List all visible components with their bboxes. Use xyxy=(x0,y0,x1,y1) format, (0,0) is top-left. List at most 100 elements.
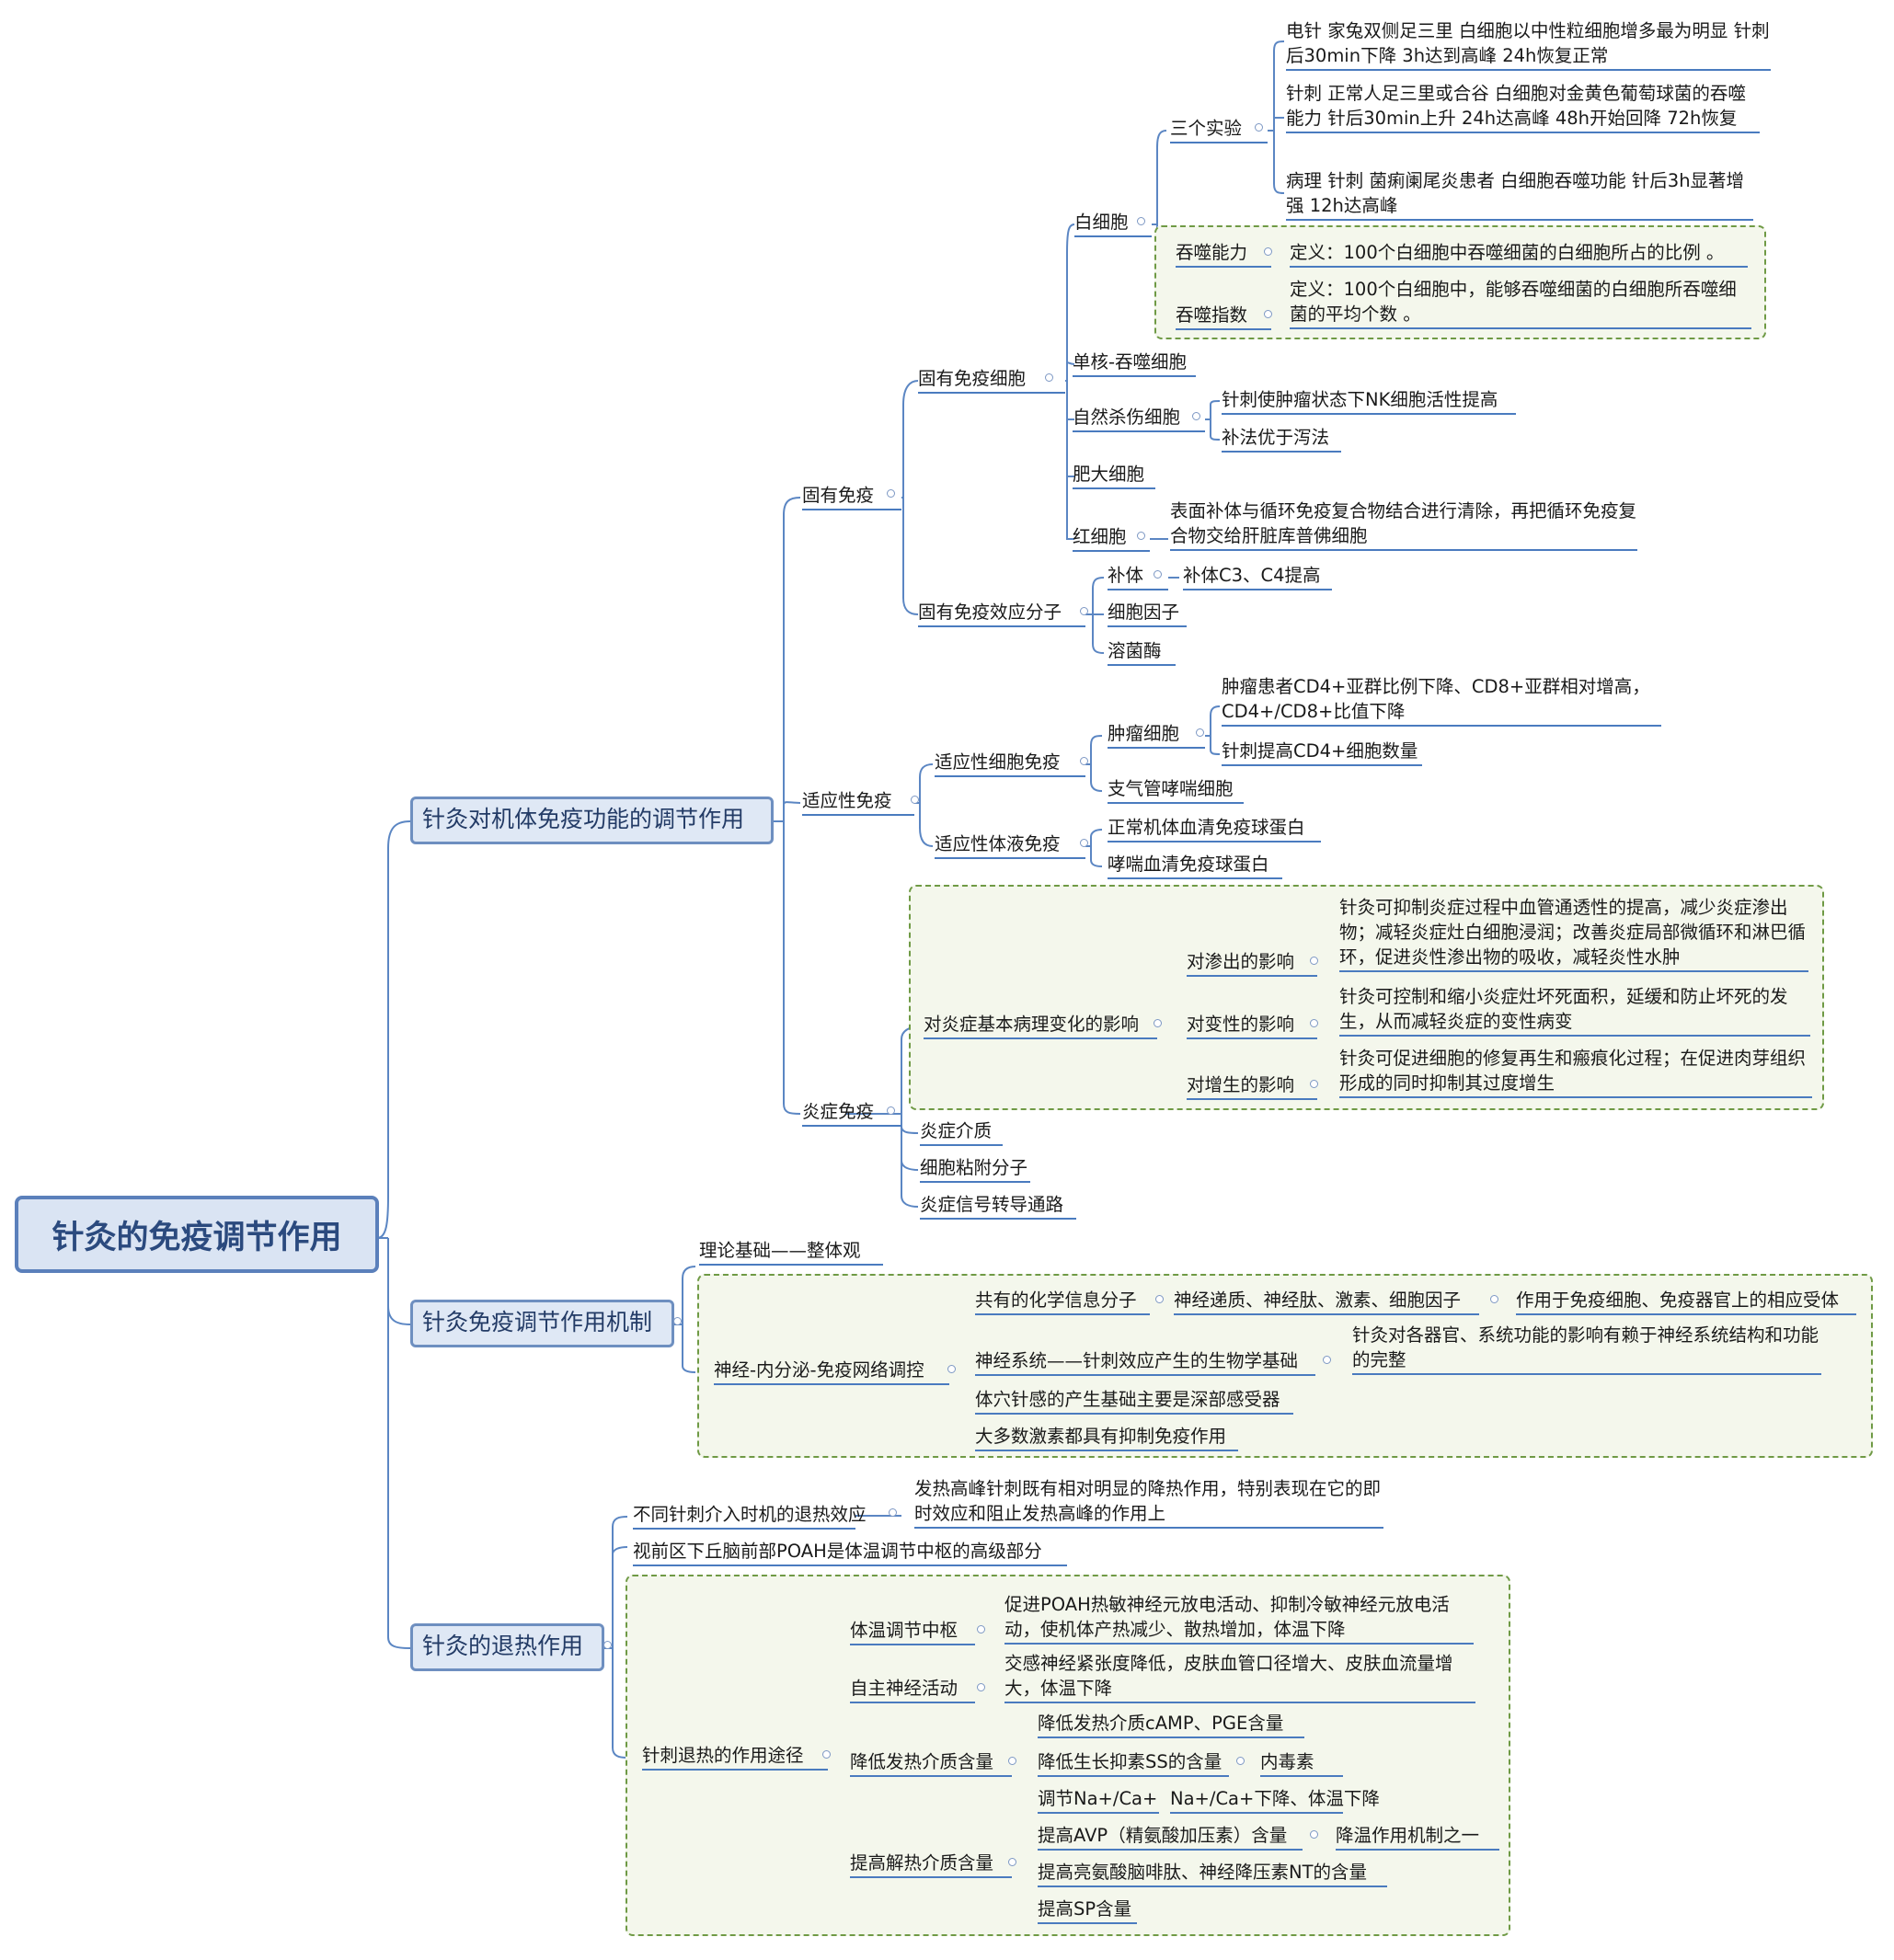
node-lower-ss[interactable]: 降低生长抑素SS的含量 xyxy=(1038,1749,1229,1777)
node-lower-pyrogen[interactable]: 降低发热介质含量 xyxy=(850,1749,1012,1777)
node-timing-effect[interactable]: 不同针刺介入时机的退热效应 xyxy=(633,1502,867,1530)
node-adaptive-immunity[interactable]: 适应性免疫 xyxy=(802,788,914,816)
collapse-toggle[interactable] xyxy=(911,796,919,804)
node-exudation[interactable]: 对渗出的影响 xyxy=(1187,949,1317,977)
collapse-toggle[interactable] xyxy=(1137,532,1145,540)
node-experiment-2: 针刺 正常人足三里或合谷 白细胞对金黄色葡萄球菌的吞噬能力 针后30min上升 … xyxy=(1286,81,1760,133)
node-antipyretic-pathways[interactable]: 针刺退热的作用途径 xyxy=(642,1743,828,1771)
collapse-toggle[interactable] xyxy=(1264,247,1272,256)
collapse-toggle[interactable] xyxy=(1008,1858,1016,1866)
node-mast-cells[interactable]: 肥大细胞 xyxy=(1073,462,1155,489)
collapse-toggle[interactable] xyxy=(603,1641,612,1649)
node-lysozyme[interactable]: 溶菌酶 xyxy=(1108,638,1176,666)
collapse-toggle[interactable] xyxy=(889,1508,897,1517)
collapse-toggle[interactable] xyxy=(1310,1830,1318,1839)
group-neuro-endocrine-immune xyxy=(697,1274,1873,1458)
collapse-toggle[interactable] xyxy=(1310,957,1318,965)
node-inflammation-immunity[interactable]: 炎症免疫 xyxy=(802,1099,901,1127)
root-topic[interactable]: 针灸的免疫调节作用 xyxy=(15,1196,379,1273)
node-three-experiments[interactable]: 三个实验 xyxy=(1170,116,1268,143)
collapse-toggle[interactable] xyxy=(1196,728,1204,737)
node-deep-receptors[interactable]: 体穴针感的产生基础主要是深部感受器 xyxy=(975,1387,1293,1415)
node-raise-avp-c1: 降温作用机制之一 xyxy=(1336,1823,1499,1851)
node-shared-c2: 作用于免疫细胞、免疫器官上的相应受体 xyxy=(1516,1288,1856,1315)
node-nk-cells[interactable]: 自然杀伤细胞 xyxy=(1073,405,1205,432)
node-adaptive-cellular[interactable]: 适应性细胞免疫 xyxy=(935,750,1085,777)
node-nk-c1: 针刺使肿瘤状态下NK细胞活性提高 xyxy=(1222,387,1516,415)
node-raise-avp[interactable]: 提高AVP（精氨酸加压素）含量 xyxy=(1038,1823,1303,1851)
node-mononuclear[interactable]: 单核-吞噬细胞 xyxy=(1073,350,1196,377)
collapse-toggle[interactable] xyxy=(977,1683,985,1691)
collapse-toggle[interactable] xyxy=(1137,217,1145,225)
node-tumor-cells[interactable]: 肿瘤细胞 xyxy=(1108,721,1205,749)
node-phagocytic-index-def: 定义：100个白细胞中，能够吞噬细菌的白细胞所吞噬细菌的平均个数 。 xyxy=(1290,277,1751,329)
collapse-toggle[interactable] xyxy=(1323,1356,1331,1364)
node-complement-c1: 补体C3、C4提高 xyxy=(1183,563,1332,590)
branch-mechanism[interactable]: 针灸免疫调节作用机制 xyxy=(410,1300,674,1347)
node-poah[interactable]: 视前区下丘脑前部POAH是体温调节中枢的高级部分 xyxy=(633,1539,1067,1566)
node-autonomic[interactable]: 自主神经活动 xyxy=(850,1676,975,1703)
collapse-toggle[interactable] xyxy=(1154,570,1162,579)
collapse-toggle[interactable] xyxy=(1192,412,1200,420)
node-signal-pathway[interactable]: 炎症信号转导通路 xyxy=(920,1192,1076,1220)
collapse-toggle[interactable] xyxy=(1255,123,1263,132)
node-humoral-c2: 哮喘血清免疫球蛋白 xyxy=(1108,852,1282,879)
node-innate-cells[interactable]: 固有免疫细胞 xyxy=(918,366,1065,394)
node-network-regulation[interactable]: 神经-内分泌-免疫网络调控 xyxy=(714,1358,949,1385)
node-thermo-center[interactable]: 体温调节中枢 xyxy=(850,1618,975,1645)
node-raise-antipyretic[interactable]: 提高解热介质含量 xyxy=(850,1851,1012,1878)
node-wbc[interactable]: 白细胞 xyxy=(1074,210,1152,237)
collapse-toggle[interactable] xyxy=(1154,1019,1162,1027)
node-adhesion-molecules[interactable]: 细胞粘附分子 xyxy=(920,1155,1030,1183)
collapse-toggle[interactable] xyxy=(1045,373,1053,382)
node-raise-enkephalin[interactable]: 提高亮氨酸脑啡肽、神经降压素NT的含量 xyxy=(1038,1860,1387,1887)
node-humoral-c1: 正常机体血清免疫球蛋白 xyxy=(1108,815,1321,842)
collapse-toggle[interactable] xyxy=(977,1625,985,1633)
branch-antipyretic[interactable]: 针灸的退热作用 xyxy=(410,1623,604,1671)
node-nk-c2: 补法优于泻法 xyxy=(1222,425,1341,453)
collapse-toggle[interactable] xyxy=(673,1317,682,1325)
node-adaptive-humoral[interactable]: 适应性体液免疫 xyxy=(935,831,1085,859)
node-experiment-3: 病理 针刺 菌痢阑尾炎患者 白细胞吞噬功能 针后3h显著增强 12h达高峰 xyxy=(1286,168,1753,221)
branch-immune-function[interactable]: 针灸对机体免疫功能的调节作用 xyxy=(410,797,774,844)
node-experiment-1: 电针 家兔双侧足三里 白细胞以中性粒细胞增多最为明显 针刺后30min下降 3h… xyxy=(1286,18,1771,71)
collapse-toggle[interactable] xyxy=(947,1365,956,1373)
node-lower-na-ca[interactable]: 调节Na+/Ca+ xyxy=(1038,1786,1159,1814)
node-hormone-suppression[interactable]: 大多数激素都具有抑制免疫作用 xyxy=(975,1424,1238,1451)
node-phagocytic-index[interactable]: 吞噬指数 xyxy=(1176,303,1271,330)
node-proliferation-c1: 针灸可促进细胞的修复再生和瘢痕化过程；在促进肉芽组织形成的同时抑制其过度增生 xyxy=(1339,1046,1812,1098)
collapse-toggle[interactable] xyxy=(1080,757,1088,765)
collapse-toggle[interactable] xyxy=(1080,839,1088,847)
collapse-toggle[interactable] xyxy=(887,1106,895,1115)
node-inflam-mediator[interactable]: 炎症介质 xyxy=(920,1118,1003,1146)
collapse-toggle[interactable] xyxy=(1310,1080,1318,1088)
node-alteration[interactable]: 对变性的影响 xyxy=(1187,1012,1317,1039)
node-cytokines[interactable]: 细胞因子 xyxy=(1108,600,1187,627)
collapse-toggle[interactable] xyxy=(1490,1295,1498,1303)
node-nervous-system[interactable]: 神经系统——针刺效应产生的生物学基础 xyxy=(975,1348,1315,1376)
node-innate-immunity[interactable]: 固有免疫 xyxy=(802,483,901,510)
node-proliferation[interactable]: 对增生的影响 xyxy=(1187,1072,1317,1100)
node-phagocytic-ability[interactable]: 吞噬能力 xyxy=(1176,240,1271,268)
node-timing-c1: 发热高峰针刺既有相对明显的降热作用，特别表现在它的即时效应和阻止发热高峰的作用上 xyxy=(914,1476,1383,1529)
node-raise-sp[interactable]: 提高SP含量 xyxy=(1038,1897,1137,1924)
node-rbc[interactable]: 红细胞 xyxy=(1073,524,1150,552)
node-complement[interactable]: 补体 xyxy=(1108,563,1168,590)
collapse-toggle[interactable] xyxy=(822,1750,831,1759)
node-pathology-effects[interactable]: 对炎症基本病理变化的影响 xyxy=(924,1012,1157,1039)
node-theory-basis[interactable]: 理论基础——整体观 xyxy=(699,1238,883,1266)
collapse-toggle[interactable] xyxy=(1155,1295,1164,1303)
node-asthma-cells[interactable]: 支气管哮喘细胞 xyxy=(1108,776,1244,804)
collapse-toggle[interactable] xyxy=(887,489,895,498)
node-exudation-c1: 针灸可抑制炎症过程中血管通透性的提高，减少炎症渗出物；减轻炎症灶白细胞浸润；改善… xyxy=(1339,895,1808,972)
collapse-toggle[interactable] xyxy=(1008,1757,1016,1765)
node-shared-molecules[interactable]: 共有的化学信息分子 xyxy=(975,1288,1150,1315)
node-rbc-c1: 表面补体与循环免疫复合物结合进行清除，再把循环免疫复合物交给肝脏库普佛细胞 xyxy=(1170,499,1637,551)
collapse-toggle[interactable] xyxy=(1310,1019,1318,1027)
node-tumor-c1: 肿瘤患者CD4+亚群比例下降、CD8+亚群相对增高，CD4+/CD8+比值下降 xyxy=(1222,674,1661,727)
collapse-toggle[interactable] xyxy=(1264,310,1272,318)
node-innate-molecules[interactable]: 固有免疫效应分子 xyxy=(918,600,1085,627)
collapse-toggle[interactable] xyxy=(1080,607,1088,615)
group-antipyretic-pathways xyxy=(626,1575,1510,1936)
collapse-toggle[interactable] xyxy=(1236,1757,1245,1765)
